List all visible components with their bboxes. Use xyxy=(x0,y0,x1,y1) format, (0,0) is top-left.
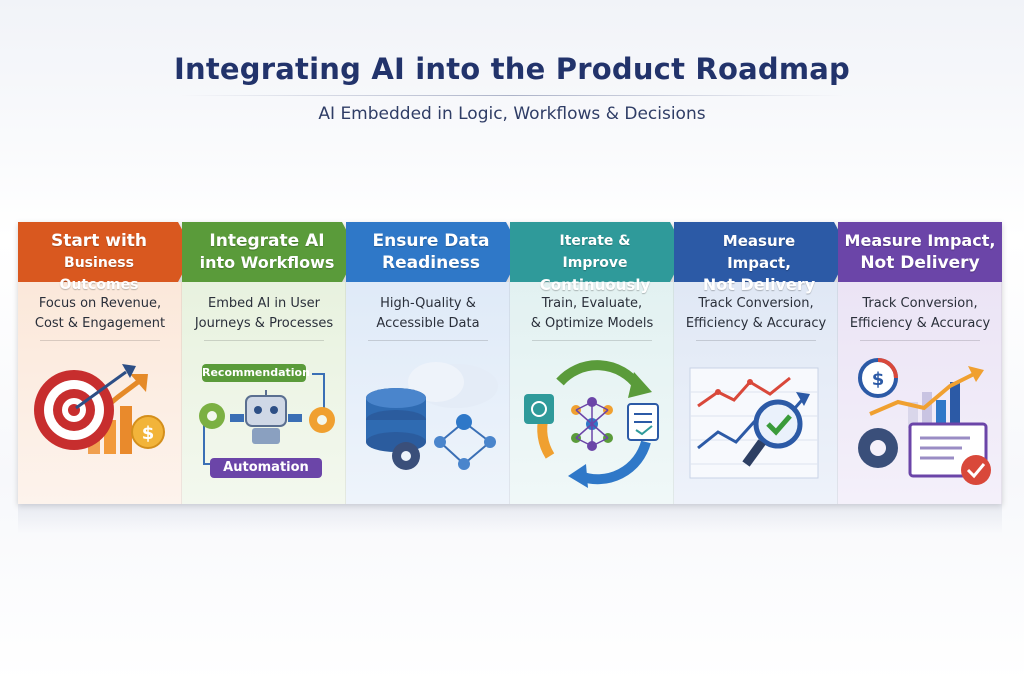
column-description: Track Conversion, Efficiency & Accuracy xyxy=(685,296,827,331)
header-line-2: Readiness xyxy=(382,253,480,273)
column-description: Focus on Revenue, Cost & Engagement xyxy=(34,296,166,331)
robot-workflow-icon: Recommendation Automation xyxy=(182,352,346,498)
page-title: Integrating AI into the Product Roadmap xyxy=(174,52,850,86)
reflection-floor xyxy=(18,504,1002,534)
column-measure-impact: Measure Impact, Not Delivery Track Conve… xyxy=(674,222,850,504)
column-description: High-Quality & Accessible Data xyxy=(376,296,480,331)
column-iterate: Iterate & Improve Continuously Train, Ev… xyxy=(510,222,686,504)
header-line-1: Measure Impact, xyxy=(722,232,796,272)
cycle-network-icon xyxy=(510,352,674,498)
chart-magnifier-icon xyxy=(674,352,838,498)
column-data-readiness: Ensure Data Readiness High-Quality & Acc… xyxy=(346,222,522,504)
target-growth-icon: $ xyxy=(18,352,182,498)
column-header: Measure Impact, Not Delivery xyxy=(838,222,1002,282)
column-header: Measure Impact, Not Delivery xyxy=(674,222,850,294)
page-subtitle: AI Embedded in Logic, Workflows & Decisi… xyxy=(318,104,706,124)
header-line-1: Ensure Data xyxy=(372,231,490,251)
column-header: Integrate AI into Workflows xyxy=(182,222,358,282)
svg-text:$: $ xyxy=(872,369,885,390)
automation-badge: Automation xyxy=(210,458,322,478)
header-line-2: Not Delivery xyxy=(860,253,980,273)
column-measure-impact-2: Measure Impact, Not Delivery Track Conve… xyxy=(838,222,1002,504)
recommendation-badge: Recommendation xyxy=(202,364,310,382)
column-description: Embed AI in User Journeys & Processes xyxy=(194,296,334,331)
column-header: Ensure Data Readiness xyxy=(346,222,522,282)
column-workflows: Integrate AI into Workflows Embed AI in … xyxy=(182,222,358,504)
column-header: Start with Business Outcomes xyxy=(18,222,194,293)
roadmap-row: Start with Business Outcomes Focus on Re… xyxy=(18,222,1002,504)
header-line-2: into Workflows xyxy=(199,253,335,272)
database-cloud-icon xyxy=(346,352,510,498)
header-line-2: Continuously xyxy=(539,276,651,294)
header-line-1: Start with xyxy=(50,231,148,251)
column-business-outcomes: Start with Business Outcomes Focus on Re… xyxy=(18,222,194,504)
header-line-2: Not Delivery xyxy=(702,275,816,294)
header-line-2: Business Outcomes xyxy=(59,255,139,293)
column-header: Iterate & Improve Continuously xyxy=(510,222,686,294)
column-description: Train, Evaluate, & Optimize Models xyxy=(530,296,654,331)
title-divider xyxy=(180,95,844,96)
column-description: Track Conversion, Efficiency & Accuracy xyxy=(849,296,991,331)
header-line-1: Measure Impact, xyxy=(844,231,996,250)
dashboard-gear-icon: $ xyxy=(838,352,1002,498)
header-line-1: Iterate & Improve xyxy=(559,233,631,271)
svg-text:$: $ xyxy=(142,423,155,444)
header-line-1: Integrate AI xyxy=(209,231,325,251)
